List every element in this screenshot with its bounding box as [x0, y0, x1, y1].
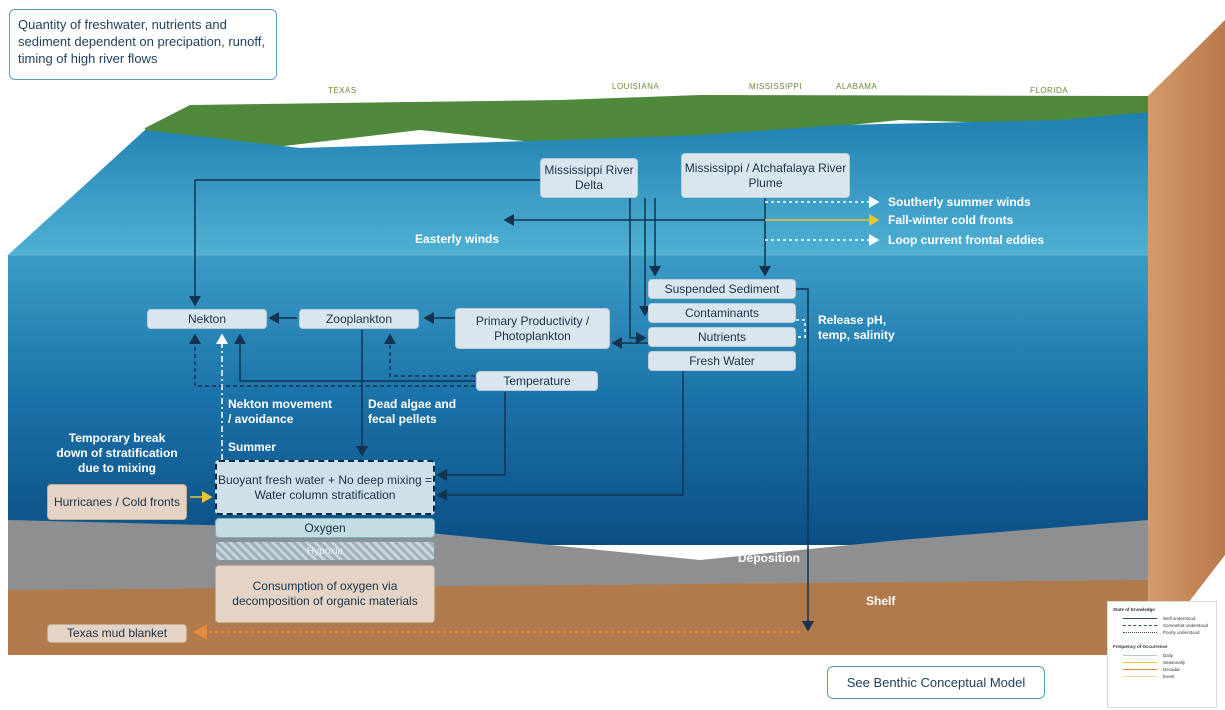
legend-dashed-line [1123, 625, 1157, 626]
loop-current-label: Loop current frontal eddies [888, 233, 1045, 247]
legend-dotted-line [1123, 632, 1157, 633]
nutrients-box: Nutrients [648, 327, 796, 347]
legend-daily-line [1123, 655, 1157, 656]
legend-seasonal-line [1123, 662, 1157, 663]
summer-label: Summer [228, 440, 277, 454]
legend-knowledge-title: State of Knowledge [1113, 607, 1155, 612]
zooplankton-box: Zooplankton [299, 309, 419, 329]
release-label: Release pH, temp, salinity [818, 313, 895, 342]
temporary-break-label: Temporary break down of stratification d… [56, 431, 178, 475]
easterly-winds-label: Easterly winds [415, 232, 500, 246]
shelf-label: Shelf [866, 594, 896, 608]
state-label-mississippi: MISSISSIPPI [749, 82, 803, 91]
legend-decadal-line [1123, 669, 1157, 670]
state-label-florida: FLORIDA [1030, 86, 1069, 95]
legend-event-line [1123, 676, 1157, 677]
intro-note: Quantity of freshwater, nutrients and se… [9, 9, 277, 80]
legend-frequency-item: Decadal [1163, 667, 1180, 672]
legend-frequency-item: Daily [1163, 653, 1174, 658]
mississippi-river-delta-box: Mississippi River Delta [540, 158, 638, 198]
legend: State of Knowledge Well understood Somew… [1107, 601, 1217, 708]
stratification-box: Buoyant fresh water + No deep mixing = W… [215, 460, 435, 515]
state-label-louisiana: LOUISIANA [612, 82, 660, 91]
temperature-box: Temperature [476, 371, 598, 391]
oxygen-consumption-box: Consumption of oxygen via decomposition … [215, 565, 435, 623]
legend-frequency-item: Seasonally [1163, 660, 1186, 665]
legend-knowledge-item: Somewhat understood [1163, 623, 1209, 628]
legend-frequency-title: Frequency of Occurrence [1113, 644, 1168, 649]
texas-mud-blanket-box: Texas mud blanket [47, 624, 187, 643]
legend-solid-line [1123, 618, 1157, 619]
suspended-sediment-box: Suspended Sediment [648, 279, 796, 299]
dead-algae-label: Dead algae and fecal pellets [368, 397, 457, 426]
nekton-box: Nekton [147, 309, 267, 329]
river-plume-box: Mississippi / Atchafalaya River Plume [681, 153, 850, 198]
fall-winter-fronts-label: Fall-winter cold fronts [888, 213, 1014, 227]
nekton-movement-label: Nekton movement / avoidance [228, 397, 333, 426]
hurricanes-box: Hurricanes / Cold fronts [47, 484, 187, 520]
hypoxia-box: Hypoxia [215, 541, 435, 561]
benthic-model-link[interactable]: See Benthic Conceptual Model [827, 666, 1045, 699]
state-label-alabama: ALABAMA [836, 82, 878, 91]
southerly-winds-label: Southerly summer winds [888, 195, 1031, 209]
state-label-texas: TEXAS [328, 86, 357, 95]
contaminants-box: Contaminants [648, 303, 796, 323]
legend-frequency-item: Event [1163, 674, 1175, 679]
legend-knowledge-item: Well understood [1163, 616, 1196, 621]
oxygen-box: Oxygen [215, 518, 435, 538]
deposition-label: Deposition [738, 551, 800, 565]
fresh-water-box: Fresh Water [648, 351, 796, 371]
legend-knowledge-item: Poorly understood [1163, 630, 1200, 635]
primary-productivity-box: Primary Productivity / Photoplankton [455, 308, 610, 349]
